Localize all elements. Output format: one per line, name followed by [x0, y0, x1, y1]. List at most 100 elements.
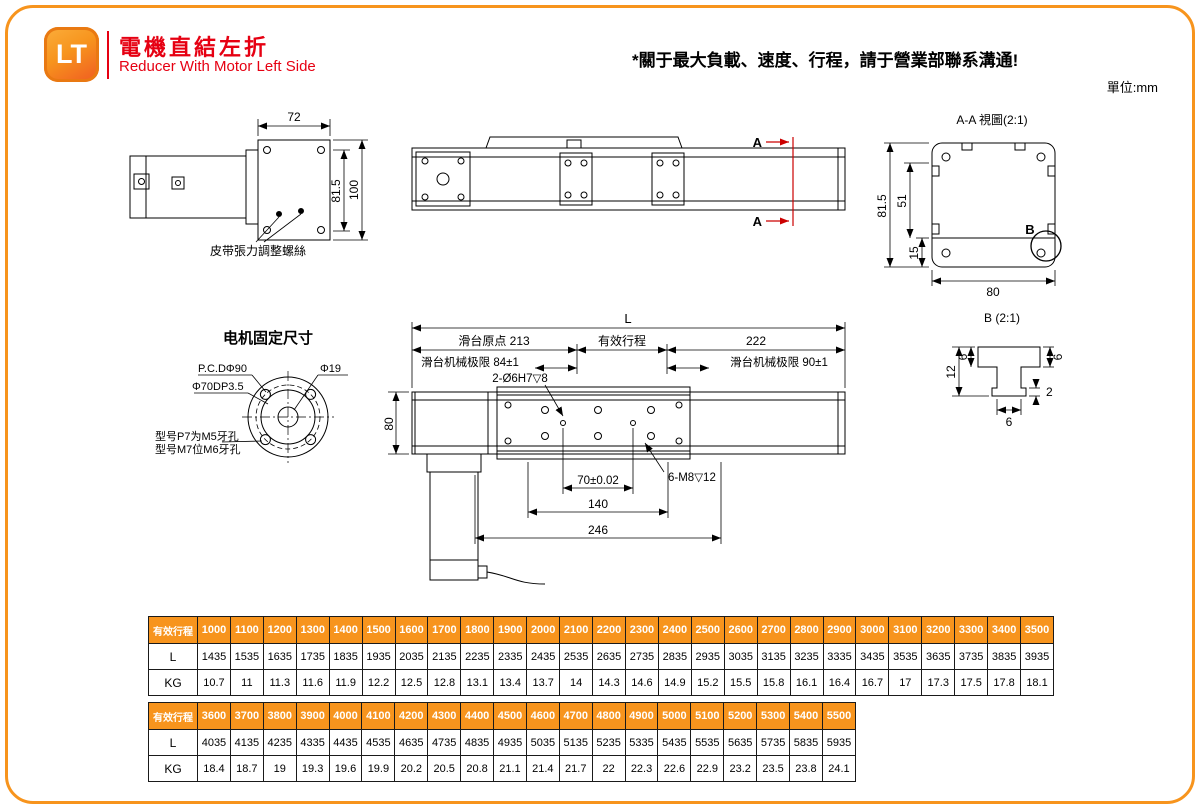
b-dim-12-label: 12 [944, 365, 958, 379]
table-header-cell: 1100 [229, 616, 264, 644]
table-cell: 3935 [1020, 643, 1054, 670]
table-cell: 22.6 [657, 755, 692, 782]
table-cell: 15.5 [723, 669, 758, 696]
table-header-cell: 4700 [558, 702, 593, 730]
table-cell: 18.4 [197, 755, 231, 782]
table-cell: 1735 [295, 643, 330, 670]
table-header-cell: 1800 [460, 616, 495, 644]
table-header-cell: 1300 [295, 616, 330, 644]
table-cell: 1835 [328, 643, 363, 670]
table-header-cell: 有效行程 [148, 616, 198, 644]
table-header-cell: 1000 [197, 616, 231, 644]
table-header-cell: 1400 [328, 616, 363, 644]
page-title-zh: 電機直結左折 [119, 35, 270, 60]
table-header-cell: 1700 [427, 616, 462, 644]
dim-140-label: 140 [588, 497, 608, 511]
motor-mount-title: 电机固定尺寸 [223, 329, 313, 347]
table-cell: 2435 [526, 643, 561, 670]
table-cell: 18.1 [1020, 669, 1054, 696]
table-cell: 12.2 [361, 669, 396, 696]
aa-dim-80-label: 80 [986, 285, 1000, 299]
table-cell: 21.4 [525, 755, 560, 782]
table-cell: 4735 [427, 729, 462, 756]
mech-limit-right-label: 滑台机械极限 90±1 [730, 355, 828, 369]
table-header-cell: 5400 [789, 702, 823, 730]
table-cell: 22.9 [690, 755, 725, 782]
table-header-cell: 4600 [525, 702, 560, 730]
load-speed-note: *關于最大負載、速度、行程，請于營業部聯系溝通! [632, 51, 1019, 70]
table-cell: 4035 [197, 729, 231, 756]
table-cell: 5635 [723, 729, 758, 756]
table-cell: 5235 [591, 729, 626, 756]
table-cell: 5435 [657, 729, 692, 756]
section-cut-line-aa [766, 137, 794, 226]
table-cell: 4235 [262, 729, 297, 756]
table-cell: 23.8 [789, 755, 823, 782]
thread-note-line1: 型号P7为M5牙孔 [155, 429, 239, 443]
table-cell: 1935 [361, 643, 396, 670]
table-header-cell: 3700 [229, 702, 264, 730]
table-header-cell: 2800 [789, 616, 824, 644]
table-cell: 18.7 [229, 755, 264, 782]
section-aa-title: A-A 視圖(2:1) [956, 112, 1027, 127]
table-cell: 20.2 [394, 755, 429, 782]
table-header-cell: 3800 [262, 702, 297, 730]
table-cell: 3835 [987, 643, 1022, 670]
table-cell: 13.7 [526, 669, 561, 696]
aa-dim-51-label: 51 [895, 194, 909, 208]
table-header-cell: 2000 [526, 616, 561, 644]
thread-note-line2: 型号M7位M6牙孔 [155, 442, 241, 456]
b-dim-6-bottom-label: 6 [1006, 415, 1013, 429]
table-cell: 13.4 [493, 669, 528, 696]
lt-series-badge: LT [44, 27, 99, 82]
table-cell: L [148, 729, 198, 756]
carriage-origin-label: 滑台原点 213 [458, 333, 530, 348]
table-cell: 11.3 [262, 669, 297, 696]
table-header-cell: 3000 [855, 616, 890, 644]
table-header-cell: 5200 [723, 702, 758, 730]
table-cell: 1435 [197, 643, 231, 670]
dim-72-label: 72 [287, 110, 301, 124]
table-header-cell: 4500 [493, 702, 527, 730]
table-header-cell: 2200 [592, 616, 626, 644]
table-header-cell: 1500 [361, 616, 396, 644]
table-cell: 4635 [394, 729, 429, 756]
b-dim-2-label: 2 [1046, 385, 1053, 399]
table-cell: 2235 [460, 643, 495, 670]
table-cell: 20.5 [427, 755, 462, 782]
table-cell: 16.1 [789, 669, 824, 696]
table-cell: 4535 [361, 729, 396, 756]
table-header-cell: 3400 [987, 616, 1022, 644]
section-a-label-bottom: A [753, 214, 763, 229]
dim-70-label: 70±0.02 [577, 475, 619, 487]
detail-b-title: B (2:1) [984, 311, 1020, 325]
table-cell: 17 [888, 669, 923, 696]
table-header-cell: 2500 [690, 616, 725, 644]
table-header-cell: 3900 [295, 702, 330, 730]
dim-222-label: 222 [746, 334, 766, 348]
aa-dim-15-label: 15 [907, 246, 921, 260]
aa-dim-81-5-label: 81.5 [875, 194, 889, 218]
table-cell: 1535 [229, 643, 264, 670]
effective-stroke-label: 有效行程 [598, 333, 646, 348]
table-cell: 3735 [954, 643, 989, 670]
table-header-cell: 2100 [559, 616, 594, 644]
table-header-cell: 2400 [657, 616, 692, 644]
table-header-cell: 有效行程 [148, 702, 198, 730]
table-cell: 19.3 [295, 755, 330, 782]
table-cell: 2535 [559, 643, 594, 670]
table-cell: 17.5 [954, 669, 989, 696]
table-cell: 5735 [756, 729, 791, 756]
table-header-cell: 4400 [460, 702, 495, 730]
table-header-cell: 4900 [624, 702, 659, 730]
dim-246-label: 246 [588, 523, 608, 537]
table-cell: 2735 [624, 643, 659, 670]
table-cell: 23.5 [756, 755, 791, 782]
table-header-cell: 4800 [591, 702, 626, 730]
table-cell: 4935 [493, 729, 527, 756]
table-cell: 4835 [460, 729, 495, 756]
